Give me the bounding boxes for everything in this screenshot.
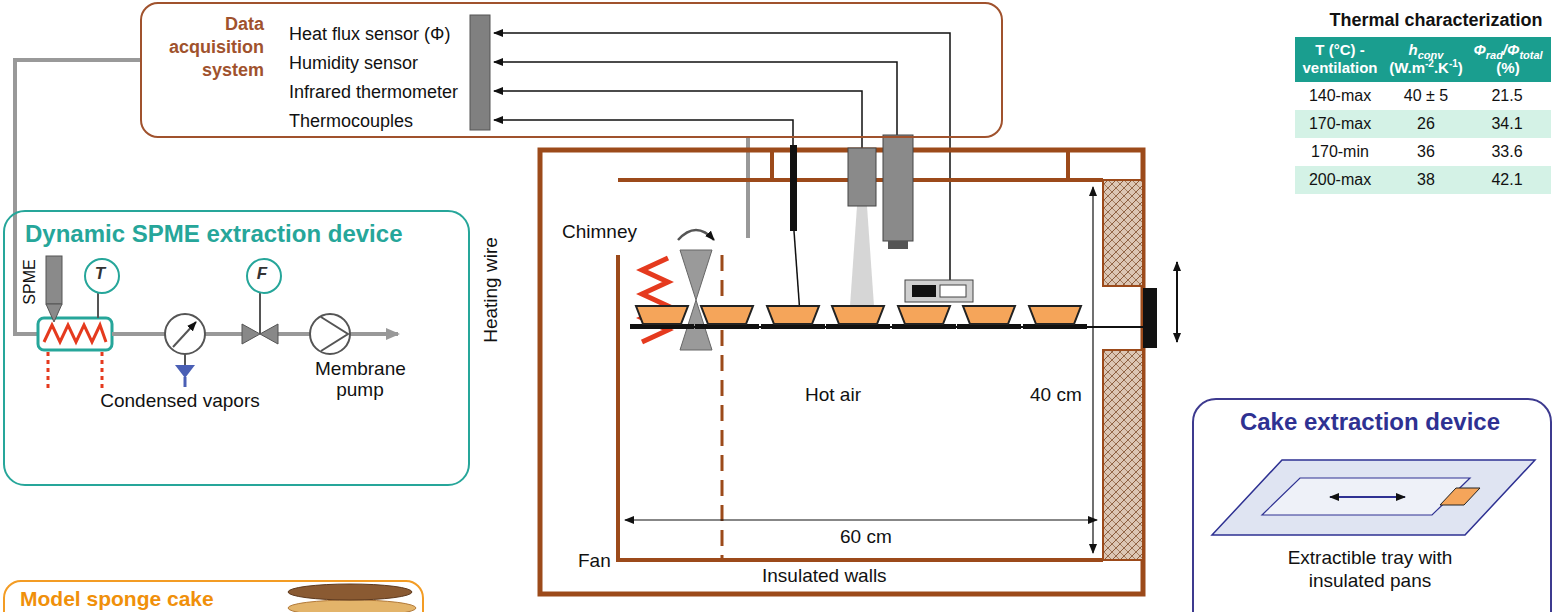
table-cell: 40 ± 5 bbox=[1381, 87, 1471, 105]
device-box: Dynamic SPME extraction deviceSPME Conden… bbox=[3, 210, 470, 486]
table-title: Thermal characterization bbox=[1320, 9, 1552, 31]
table-cell: 26 bbox=[1381, 115, 1471, 133]
table-cell: 36 bbox=[1381, 143, 1471, 161]
table-cell: 140-max bbox=[1295, 87, 1385, 105]
gauge-circle: T bbox=[84, 258, 120, 294]
table-header-part: (W.m bbox=[1389, 59, 1425, 76]
part-label: Membrane pump bbox=[315, 358, 405, 400]
box-heading: Model sponge cake bbox=[20, 587, 214, 611]
table-cell: 200-max bbox=[1295, 171, 1385, 189]
table-header-part: -1 bbox=[1449, 58, 1458, 69]
table-cell: 33.6 bbox=[1462, 143, 1552, 161]
sample-box: Model sponge cake bbox=[3, 580, 424, 612]
table-cell: 42.1 bbox=[1462, 171, 1552, 189]
part-label: Chimney bbox=[562, 221, 637, 243]
part-label: Insulated walls bbox=[762, 565, 887, 587]
table-header-part: -2 bbox=[1425, 58, 1434, 69]
sensor-name: Heat flux sensor (Φ) bbox=[289, 24, 450, 45]
table-header-part: h bbox=[1409, 41, 1418, 58]
table-header: T (°C) - ventilation bbox=[1297, 41, 1383, 77]
system-box: Data acquisition system Heat flux sensor … bbox=[140, 2, 1003, 138]
box-heading: Data acquisition system bbox=[160, 13, 264, 82]
device-box: Cake extraction deviceExtractible tray w… bbox=[1192, 398, 1552, 612]
gauge-letter: T bbox=[86, 260, 114, 288]
table-header-part: total bbox=[1519, 49, 1542, 61]
table-header-part: /Φ bbox=[1503, 41, 1520, 58]
box-heading: Dynamic SPME extraction device bbox=[25, 220, 402, 247]
table-cell: 21.5 bbox=[1462, 87, 1552, 105]
table-header-part: ) bbox=[1458, 59, 1463, 76]
table-header: hconv(W.m-2.K-1) bbox=[1382, 41, 1470, 77]
table-header-part: Φ bbox=[1473, 41, 1485, 58]
dimension-label: 60 cm bbox=[840, 526, 892, 548]
part-label: Fan bbox=[578, 550, 611, 572]
table-header-part: .K bbox=[1434, 59, 1449, 76]
sensor-name: Infrared thermometer bbox=[289, 82, 458, 103]
table-cell: 170-max bbox=[1295, 115, 1385, 133]
gauge-letter: F bbox=[248, 260, 276, 288]
table-header-part: (%) bbox=[1496, 59, 1519, 76]
gauge-circle: F bbox=[246, 258, 282, 294]
part-label: Condensed vapors bbox=[80, 390, 280, 412]
part-label: SPME bbox=[20, 252, 40, 312]
box-caption: Extractible tray with insulated pans bbox=[1270, 546, 1470, 592]
sensor-name: Humidity sensor bbox=[289, 53, 418, 74]
sensor-name: Thermocouples bbox=[289, 111, 413, 132]
dimension-label: 40 cm bbox=[1030, 384, 1082, 406]
part-label: Heating wire bbox=[480, 230, 502, 350]
table-header: Φrad/Φtotal(%) bbox=[1465, 41, 1551, 77]
table-cell: 34.1 bbox=[1462, 115, 1552, 133]
box-heading: Cake extraction device bbox=[1194, 408, 1546, 436]
table-cell: 170-min bbox=[1295, 143, 1385, 161]
table-cell: 38 bbox=[1381, 171, 1471, 189]
part-label: Hot air bbox=[805, 384, 861, 406]
